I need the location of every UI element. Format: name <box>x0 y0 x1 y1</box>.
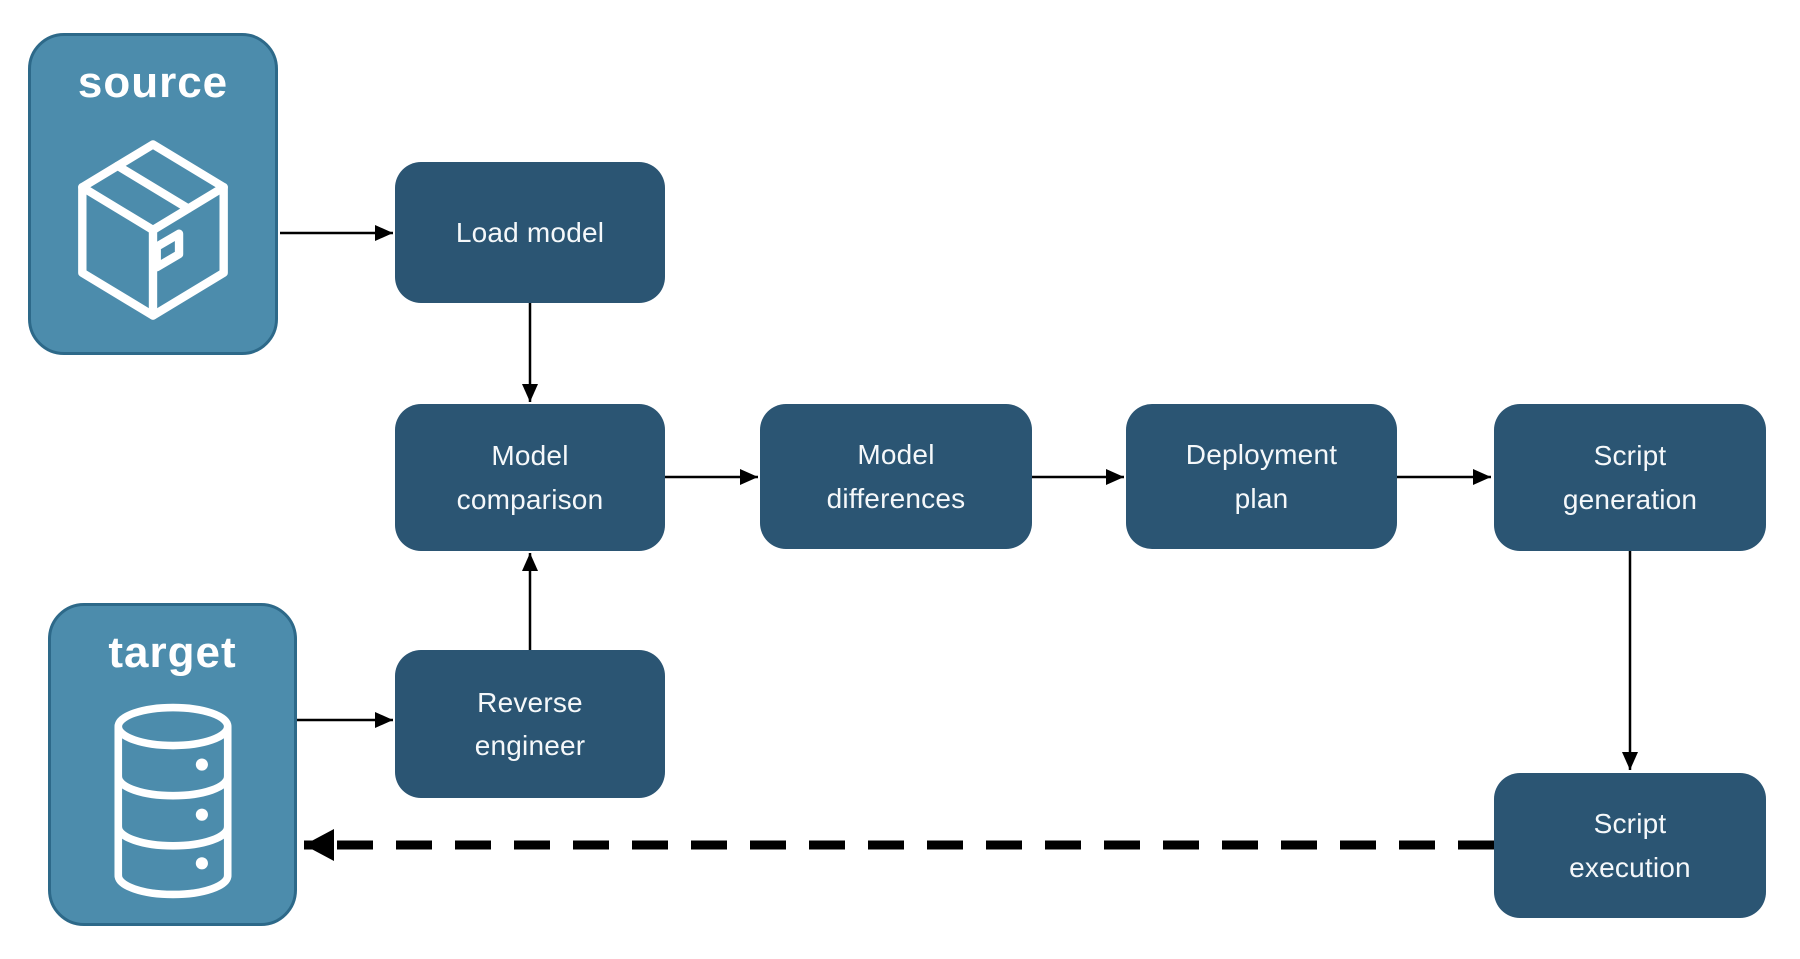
model-differences-label: Model differences <box>826 439 966 514</box>
node-model-comparison: Model comparison <box>395 404 665 551</box>
node-reverse-engineer: Reverse engineer <box>395 650 665 798</box>
source-label: source <box>77 58 229 107</box>
node-source: source <box>28 33 278 355</box>
reverse-engineer-label: Reverse engineer <box>474 686 586 761</box>
script-generation-label: Script generation <box>1562 440 1698 515</box>
target-label: target <box>108 628 237 677</box>
model-comparison-label: Model comparison <box>456 440 604 515</box>
node-model-differences: Model differences <box>760 404 1032 549</box>
package-icon <box>31 108 275 352</box>
database-icon <box>51 678 294 923</box>
node-script-execution: Script execution <box>1494 773 1766 918</box>
node-deployment-plan: Deployment plan <box>1126 404 1397 549</box>
deployment-plan-label: Deployment plan <box>1185 439 1338 514</box>
load-model-label: Load model <box>455 216 605 248</box>
node-target: target <box>48 603 297 926</box>
node-script-generation: Script generation <box>1494 404 1766 551</box>
node-load-model: Load model <box>395 162 665 303</box>
script-execution-label: Script execution <box>1569 808 1691 883</box>
